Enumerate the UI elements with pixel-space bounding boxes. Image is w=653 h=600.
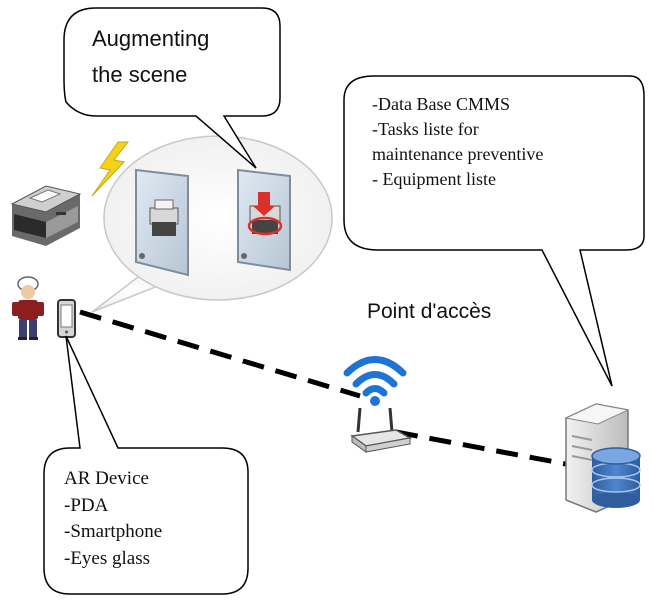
ar-device-item: -Smartphone bbox=[64, 521, 163, 542]
augmenting-title-line-1: Augmenting bbox=[92, 26, 210, 51]
database-info-item: -Data Base CMMS bbox=[372, 94, 510, 114]
access-point-label: Point d'accès bbox=[367, 300, 492, 323]
callout-ar-device-bubble bbox=[43, 335, 249, 595]
ar-device-item: -PDA bbox=[64, 494, 109, 516]
wifi-router-icon bbox=[343, 356, 413, 453]
ar-device-list: AR Device -PDA -Smartphone -Eyes glass bbox=[64, 466, 162, 572]
lightning-icon bbox=[91, 141, 130, 197]
database-info-item: - Equipment liste bbox=[372, 169, 496, 189]
ar-panel-left bbox=[135, 168, 189, 277]
database-info-item: -Tasks liste for bbox=[372, 119, 479, 139]
printer-icon bbox=[10, 185, 82, 246]
ar-device-item: -Eyes glass bbox=[64, 547, 151, 569]
database-info-item: maintenance preventive bbox=[372, 144, 544, 164]
augmenting-title-line-2: the scene bbox=[92, 62, 188, 87]
ar-panel-right bbox=[237, 168, 291, 272]
network-link-ap-to-server bbox=[395, 429, 567, 467]
augmented-view-bubble bbox=[91, 135, 333, 313]
callout-database-bubble bbox=[343, 75, 645, 387]
database-info-list: -Data Base CMMS -Tasks liste for mainten… bbox=[372, 92, 543, 192]
network-link-device-to-ap bbox=[79, 309, 361, 399]
ar-device-item: AR Device bbox=[64, 468, 149, 489]
handheld-device-icon bbox=[57, 299, 76, 338]
server-database-icon bbox=[564, 403, 641, 513]
callout-augmenting-bubble bbox=[63, 7, 281, 169]
technician-icon bbox=[12, 276, 44, 340]
